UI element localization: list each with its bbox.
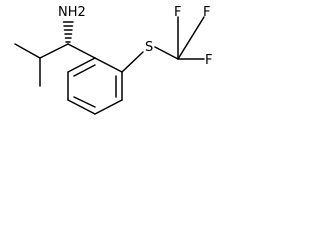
- molecule-structure-diagram: NH2 S F F F: [14, 5, 212, 115]
- bond-sulfur-to-cf3-carbon: [154, 46, 179, 60]
- bond-ring-to-sulfur: [121, 51, 144, 73]
- bond-cf3-to-fluorine-top-right: [177, 16, 205, 60]
- hashed-wedge-bond-to-amine: [62, 21, 74, 43]
- bond-chiral-center-to-ring: [67, 43, 96, 59]
- amine-label: NH2: [58, 5, 86, 20]
- fluorine-top-right-label: F: [203, 5, 210, 20]
- benzene-ring: [67, 57, 123, 115]
- bond-isopropyl-to-chiral-center: [39, 43, 69, 59]
- fluorine-top-left-label: F: [174, 5, 181, 20]
- bond-methyl-top: [14, 43, 41, 59]
- fluorine-right-label: F: [205, 53, 212, 68]
- sulfur-label: S: [145, 40, 153, 55]
